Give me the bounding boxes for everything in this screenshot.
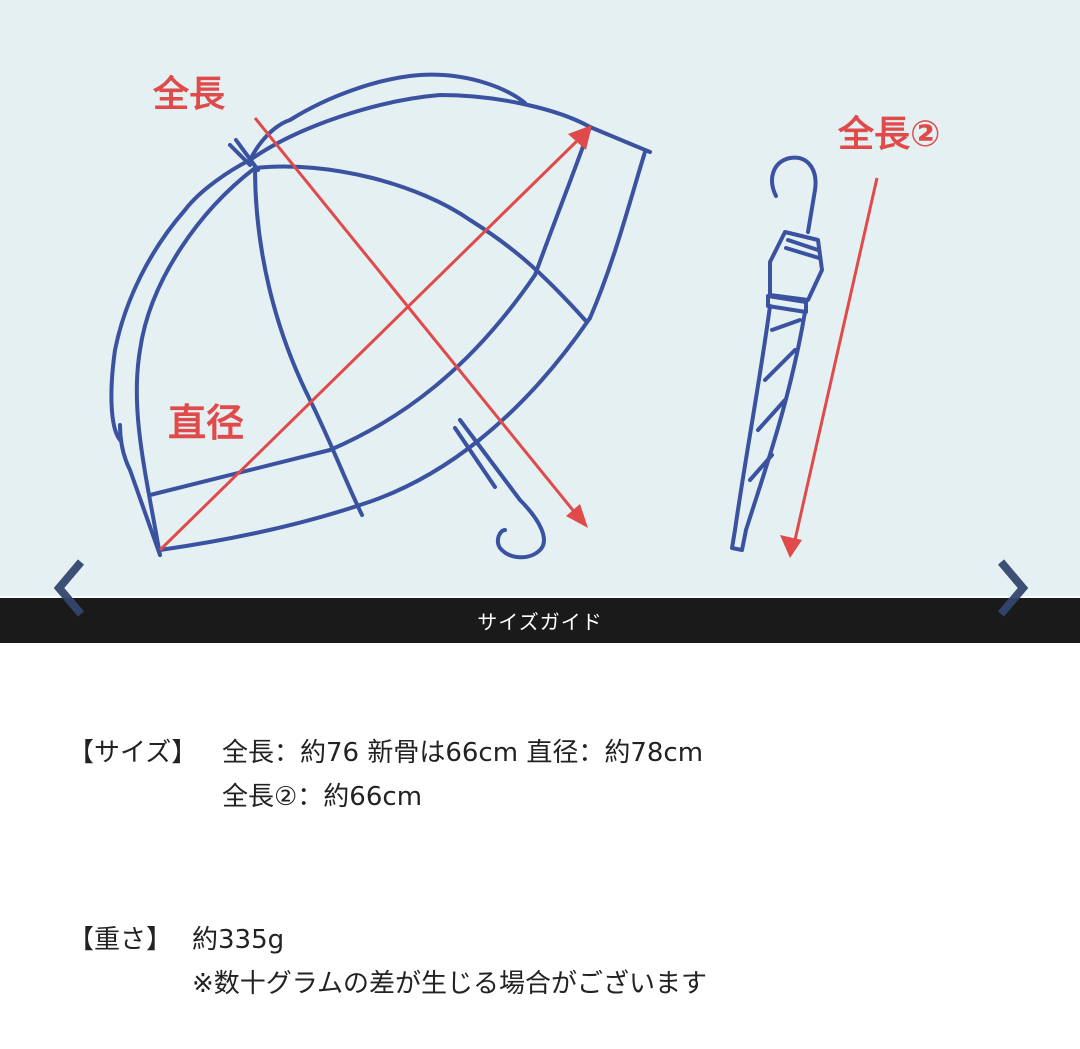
spec-size-line-1: 全長：約76 新骨は66cm 直径：約78cm	[222, 738, 704, 768]
label-total-length: 全長	[152, 73, 226, 115]
closed-umbrella-drawing	[730, 155, 824, 552]
chevron-right-icon	[997, 559, 1029, 617]
carousel-prev-button[interactable]	[46, 556, 96, 620]
label-total-length-2: 全長②	[837, 113, 940, 155]
label-diameter: 直径	[168, 401, 244, 445]
spec-weight-note: ※数十グラムの差が生じる場合がございます	[192, 969, 708, 999]
carousel-caption-bar: サイズガイド	[0, 598, 1080, 643]
spec-weight-line-1: 約335g	[192, 925, 285, 955]
product-specs: 【サイズ】 全長：約76 新骨は66cm 直径：約78cm 全長②：約66cm …	[0, 643, 1080, 1049]
carousel-caption: サイズガイド	[477, 610, 603, 634]
umbrella-size-diagram: 全長 直径 全長②	[109, 72, 940, 560]
measurement-arrows	[158, 117, 879, 558]
open-umbrella-drawing	[109, 72, 652, 560]
carousel-next-button[interactable]	[986, 556, 1036, 620]
spec-size-label: 【サイズ】	[68, 738, 198, 768]
spec-size-line-2: 全長②：約66cm	[222, 782, 423, 812]
chevron-left-icon	[53, 559, 85, 617]
divider	[0, 596, 1080, 598]
spec-weight-label: 【重さ】	[68, 925, 173, 955]
image-carousel: 全長 直径 全長② サイズガイド	[0, 0, 1080, 643]
